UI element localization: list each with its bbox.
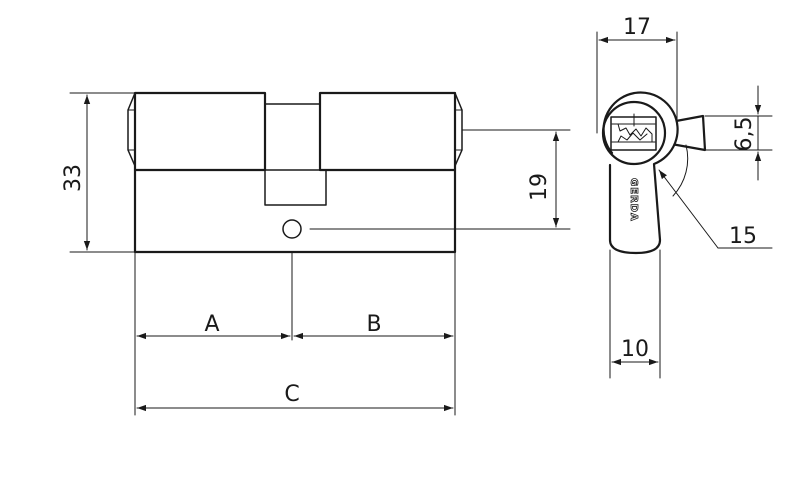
dimension-6-5: 6,5	[704, 85, 773, 181]
dim-label-19: 19	[527, 173, 552, 201]
dimension-33: 33	[61, 92, 136, 253]
screw-hole	[282, 219, 302, 239]
brand-label: GERDA	[628, 178, 639, 222]
dim-label-10: 10	[621, 337, 649, 362]
dimension-10: 10	[609, 249, 661, 379]
cam-slot	[264, 169, 327, 206]
dimension-abc: A B C	[134, 251, 456, 416]
dim-label-33: 33	[61, 164, 86, 192]
front-view: GERDA	[601, 91, 707, 255]
dim-label-15: 15	[729, 224, 757, 249]
plug-ring	[601, 100, 667, 166]
left-plug	[133, 91, 267, 172]
side-view	[127, 91, 463, 254]
dim-label-6-5: 6,5	[732, 117, 757, 152]
dim-label-17: 17	[623, 15, 651, 40]
left-cap	[127, 92, 136, 167]
dim-label-c: C	[284, 382, 299, 407]
dimension-15: 15	[658, 144, 773, 249]
right-plug	[318, 91, 457, 172]
dimension-17: 17	[596, 15, 678, 134]
dim-label-b: B	[366, 312, 381, 337]
dimension-19: 19	[309, 129, 571, 230]
dim-label-a: A	[204, 312, 219, 337]
cylinder-body	[133, 168, 457, 254]
cylinder-profile	[602, 91, 679, 255]
